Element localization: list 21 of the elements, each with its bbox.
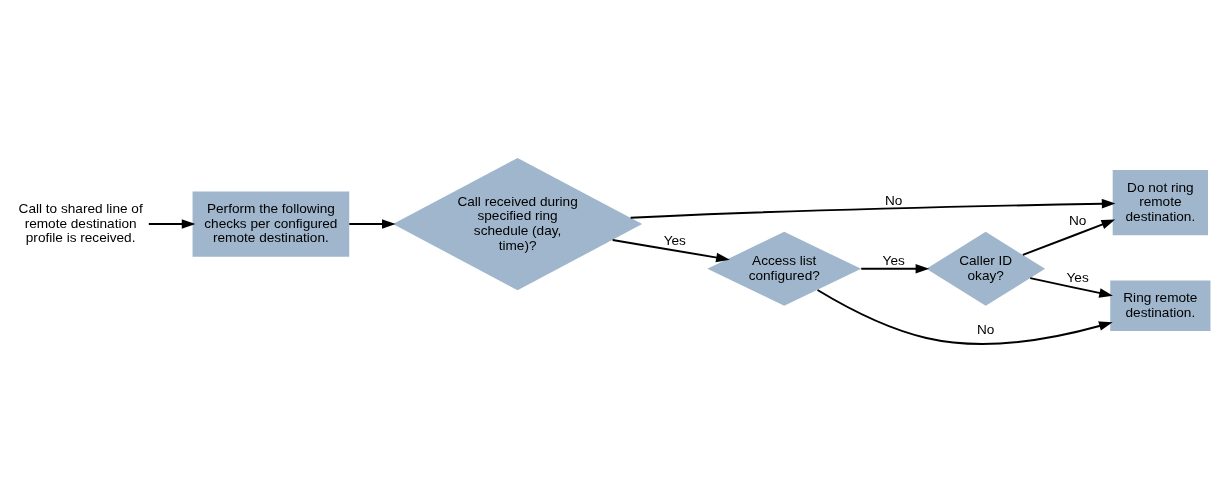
arrow — [1029, 276, 1113, 298]
node-box: Ring remote destination. — [1110, 280, 1211, 331]
node-diamond: Call received during specified ring schedule (day, time)? — [393, 157, 643, 290]
arrow — [816, 288, 1113, 345]
edge-label: No — [1068, 212, 1087, 228]
arrow — [860, 263, 930, 274]
edge-label: Yes — [1066, 269, 1089, 285]
arrow — [147, 218, 196, 229]
arrow — [1021, 219, 1116, 256]
node-diamond: Caller ID okay? — [926, 231, 1046, 306]
node-diamond: Access list configured? — [707, 231, 862, 306]
edge-label: Yes — [882, 252, 905, 268]
edge-label: Yes — [663, 232, 686, 248]
arrow — [348, 218, 396, 229]
node-box: Perform the following checks per configured remote destination. — [192, 190, 350, 257]
arrow — [629, 198, 1116, 219]
node-box: Do not ring remote destination. — [1112, 169, 1209, 235]
arrow — [611, 238, 730, 262]
node-text: Call to shared line of remote destination profile is received. — [18, 200, 143, 245]
edge-label: No — [885, 192, 903, 208]
edge-label: No — [976, 321, 995, 337]
